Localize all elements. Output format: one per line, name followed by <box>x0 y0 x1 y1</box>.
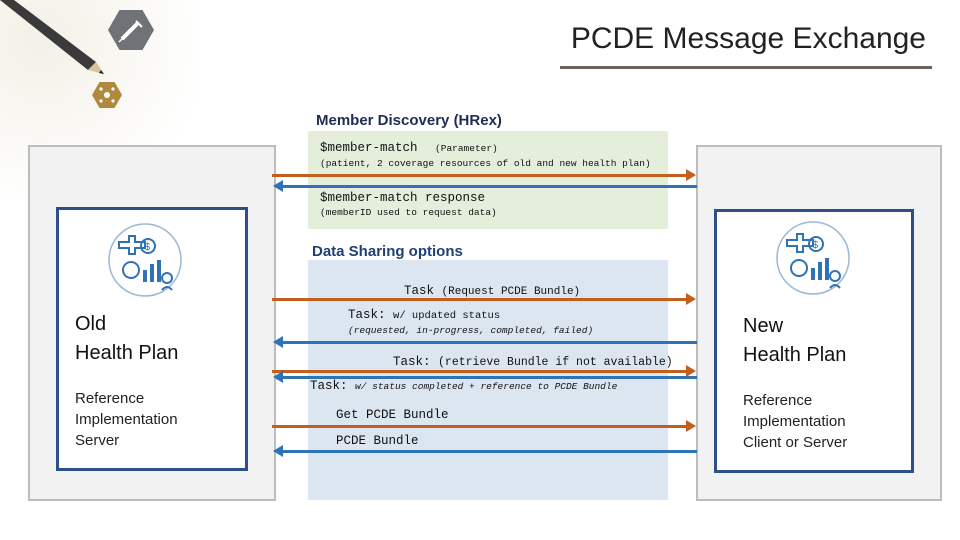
task-update-detail: w/ updated status <box>393 310 501 322</box>
member-discovery-band <box>308 131 668 229</box>
bundle-arrow <box>273 445 697 457</box>
new-plan-sub-line2: Implementation <box>743 413 846 430</box>
get-bundle-label: Get PCDE Bundle <box>336 408 449 422</box>
member-match-param: (Parameter) <box>435 143 498 154</box>
title-underline <box>560 66 932 69</box>
task-retrieve-detail: (retrieve Bundle if not available) <box>438 356 673 369</box>
new-plan-title-line2: Health Plan <box>743 344 847 366</box>
old-plan-sub-line2: Implementation <box>75 411 178 428</box>
task-request-message: Task (Request PCDE Bundle) <box>404 284 580 298</box>
health-analytics-icon: $ <box>108 223 182 297</box>
new-plan-sub-line3: Client or Server <box>743 434 848 451</box>
task-completed-message: Task: w/ status completed + reference to… <box>310 379 617 393</box>
task-update-label: Task: <box>348 308 386 322</box>
new-health-plan-box: $ New Health Plan Reference Implementati… <box>714 209 914 473</box>
bundle-label: PCDE Bundle <box>336 434 419 448</box>
member-match-response-arrow <box>273 180 697 192</box>
member-match-response-label: $member-match response <box>320 191 486 205</box>
task-update-arrow <box>273 336 697 348</box>
old-plan-sub-line1: Reference <box>75 390 145 407</box>
task-request-detail: (Request PCDE Bundle) <box>441 286 581 298</box>
task-request-label: Task <box>404 284 435 298</box>
member-match-message: $member-match (Parameter) <box>320 141 498 155</box>
page-title: PCDE Message Exchange <box>570 22 926 55</box>
new-plan-title-line1: New <box>743 315 784 337</box>
old-plan-sub-line3: Server <box>75 432 120 449</box>
member-match-detail: (patient, 2 coverage resources of old an… <box>320 158 651 169</box>
svg-text:$: $ <box>145 242 151 253</box>
old-health-plan-box: $ Old Health Plan Reference Implementati… <box>56 207 248 471</box>
network-icon <box>92 82 122 108</box>
svg-text:$: $ <box>813 240 819 251</box>
health-analytics-icon: $ <box>776 221 850 295</box>
old-plan-title-line1: Old <box>75 313 107 335</box>
data-sharing-label: Data Sharing options <box>312 243 463 260</box>
get-bundle-arrow <box>272 420 696 432</box>
task-retrieve-message: Task: (retrieve Bundle if not available) <box>393 355 673 369</box>
task-request-arrow <box>272 293 696 305</box>
task-completed-detail: w/ status completed + reference to PCDE … <box>355 381 618 392</box>
member-match-arrow <box>272 169 696 181</box>
task-retrieve-arrow <box>272 365 696 377</box>
member-discovery-label: Member Discovery (HRex) <box>316 112 502 129</box>
new-plan-sub-line1: Reference <box>743 392 813 409</box>
old-plan-title-line2: Health Plan <box>75 342 179 364</box>
task-retrieve-label: Task: <box>393 355 431 369</box>
member-match-label: $member-match <box>320 141 418 155</box>
task-completed-arrow <box>273 371 697 383</box>
member-match-response-detail: (memberID used to request data) <box>320 207 497 218</box>
task-completed-label: Task: <box>310 379 348 393</box>
task-update-status: (requested, in-progress, completed, fail… <box>348 325 594 336</box>
task-update-message: Task: w/ updated status <box>348 308 500 322</box>
pencil-icon <box>0 0 104 74</box>
